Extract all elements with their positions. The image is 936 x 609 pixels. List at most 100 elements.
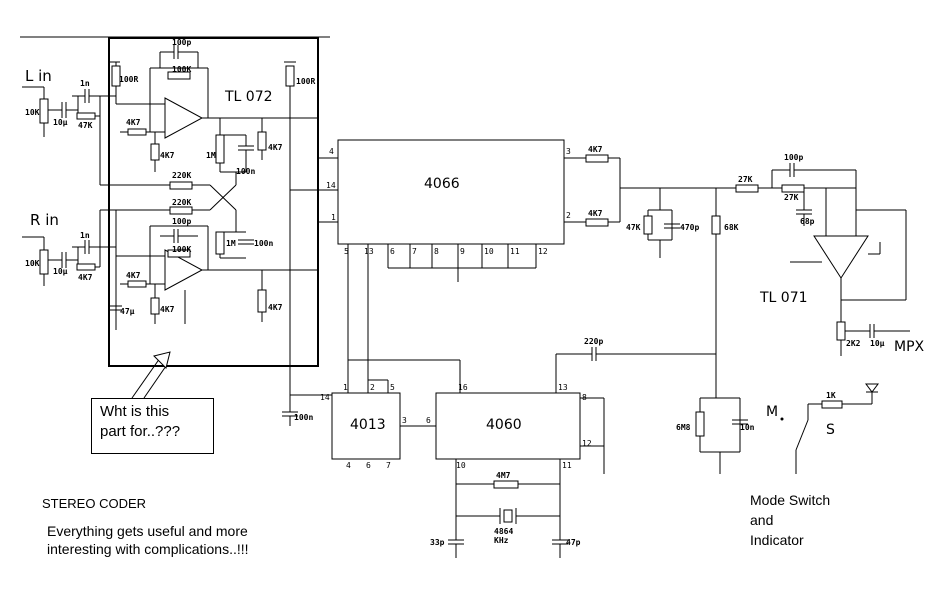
tl072-lower [110,210,290,330]
note-text: Everything gets useful and more interest… [47,523,249,557]
val-47k-l: 47K [78,121,93,130]
pin-4013-7: 7 [386,461,391,470]
val-1k: 1K [826,391,836,400]
val-10u-l: 10µ [53,118,68,127]
val-47p: 47p [566,538,581,547]
val-4k7-d: 4K7 [126,271,141,280]
label-r-in: R in [30,211,59,229]
val-10k-l: 10K [25,108,40,117]
pin-4066-13: 13 [364,247,374,256]
label-4066: 4066 [424,176,460,192]
pin-4060-13: 13 [558,383,568,392]
val-68k: 68K [724,223,739,232]
val-4k7-a: 4K7 [126,118,141,127]
label-l-in: L in [25,67,52,85]
label-s: S [826,422,835,438]
val-220k-b: 220K [172,198,191,207]
val-100k-b: 100K [172,245,191,254]
left-input-section [22,86,116,185]
val-100p-o: 100p [784,153,803,162]
val-27k-b: 27K [784,193,799,202]
val-4k7-o1: 4K7 [588,145,603,154]
mode-switch [780,383,879,474]
callout-arrow [131,351,171,399]
val-100p-b: 100p [172,217,191,226]
val-4k7-c: 4K7 [268,143,283,152]
pilot-filter [555,347,748,474]
tl072-upper [110,45,290,173]
val-33p: 33p [430,538,445,547]
pin-4013-1: 1 [343,383,348,392]
val-1n-r: 1n [80,231,90,240]
val-4k7-o2: 4K7 [588,209,603,218]
val-100n-b: 100n [254,239,273,248]
pin-4013-6: 6 [366,461,371,470]
pin-4060-10: 10 [456,461,466,470]
stereo-coder-title: STEREO CODER [42,496,147,511]
val-2k2: 2K2 [846,339,861,348]
val-470p: 470p [680,223,699,232]
pin-4066-5: 5 [344,247,349,256]
val-220p: 220p [584,337,603,346]
val-6m8: 6M8 [676,423,691,432]
ic-4060 [348,359,605,558]
val-27k-a: 27K [738,175,753,184]
pin-4013-5: 5 [390,383,395,392]
label-tl072: TL 072 [224,89,273,105]
val-4m7: 4M7 [496,471,511,480]
val-220k-a: 220K [172,171,191,180]
val-68p: 68p [800,217,815,226]
val-47u: 47µ [120,307,135,316]
label-4060: 4060 [486,417,522,433]
cross-resistors [100,172,237,232]
val-4k7-f: 4K7 [268,303,283,312]
val-47k-o: 47K [626,223,641,232]
pin-4060-12: 12 [582,439,592,448]
pin-4066-4: 4 [329,147,334,156]
label-mpx: MPX [894,339,925,355]
val-10u-r: 10µ [53,267,68,276]
val-100r-left: 100R [119,75,138,84]
pin-4066-11: 11 [510,247,520,256]
pin-4013-14: 14 [320,393,330,402]
label-m: M [766,404,778,420]
label-4013: 4013 [350,417,386,433]
pin-4066-14: 14 [326,181,336,190]
pin-4066-8: 8 [434,247,439,256]
val-100r-right: 100R [296,77,315,86]
right-input-section [22,210,116,286]
pin-4060-6: 6 [426,416,431,425]
val-1n-l: 1n [80,79,90,88]
output-network [643,163,910,398]
pin-4013-2: 2 [370,383,375,392]
pin-4066-2: 2 [566,211,571,220]
pin-4066-12: 12 [538,247,548,256]
val-100n-v: 100n [294,413,313,422]
val-100p-top: 100p [172,38,191,47]
callout-box: Wht is this part for..??? [91,398,214,454]
val-10u-o: 10µ [870,339,885,348]
val-1m-b: 1M [226,239,236,248]
val-1m-a: 1M [206,151,216,160]
val-10k-r: 10K [25,259,40,268]
supply-rail [282,61,338,426]
pin-4013-3: 3 [402,416,407,425]
val-4k7-r: 4K7 [78,273,93,282]
pin-4066-3: 3 [566,147,571,156]
ic-4013 [331,379,436,460]
pin-4060-11: 11 [562,461,572,470]
pin-4066-9: 9 [460,247,465,256]
pin-4060-16: 16 [458,383,468,392]
pin-4060-8: 8 [582,393,587,402]
val-100n-a: 100n [236,167,255,176]
pin-4066-7: 7 [412,247,417,256]
pin-4066-1: 1 [331,213,336,222]
mode-switch-label: Mode Switch and Indicator [750,492,831,548]
pin-4013-4: 4 [346,461,351,470]
highlight-box [108,37,319,367]
val-10n: 10n [740,423,755,432]
pin-4066-6: 6 [390,247,395,256]
label-tl071: TL 071 [759,290,808,306]
